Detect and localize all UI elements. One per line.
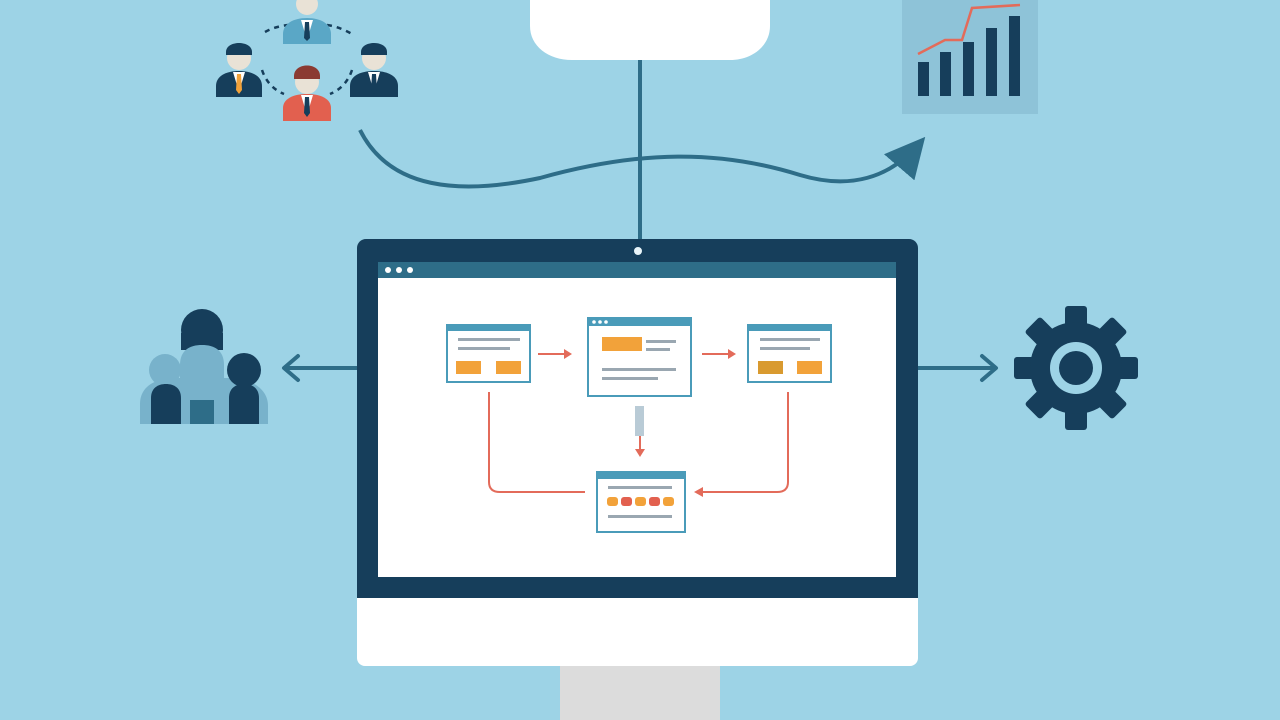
desktop-monitor-icon <box>357 239 918 720</box>
arrow-right-icon <box>918 354 998 382</box>
chart-bar <box>918 62 929 96</box>
monitor-chin <box>357 590 918 666</box>
person-top <box>283 0 331 44</box>
window-dot-icon <box>385 267 391 273</box>
workflow-connector <box>488 392 585 493</box>
cloud-icon <box>530 0 770 60</box>
team-network-icon <box>216 0 398 121</box>
workflow-node <box>747 324 832 383</box>
gear-icon <box>1014 306 1138 430</box>
workflow-connector <box>702 349 736 359</box>
workflow-diagram <box>446 317 832 533</box>
person-bottom <box>283 65 331 121</box>
monitor-stand <box>560 664 720 720</box>
window-dot-icon <box>396 267 402 273</box>
window-dot-icon <box>407 267 413 273</box>
flow-arrow-curve <box>358 129 926 189</box>
chart-bar <box>940 52 951 96</box>
bar-chart-growth-icon <box>902 0 1038 114</box>
workflow-connector <box>694 392 789 497</box>
workflow-node <box>446 324 531 383</box>
person-right <box>350 43 398 97</box>
screen-titlebar <box>378 262 896 278</box>
workflow-connector <box>635 406 645 457</box>
webcam-dot <box>634 247 642 255</box>
arrow-left-icon <box>282 354 358 382</box>
workflow-node <box>596 471 686 533</box>
workflow-node <box>587 317 692 397</box>
chart-trend-line <box>917 3 1021 56</box>
person-left <box>216 43 262 97</box>
users-group-icon <box>140 309 268 424</box>
chart-bar <box>986 28 997 96</box>
workflow-connector <box>538 349 572 359</box>
chart-bar <box>1009 16 1020 96</box>
chart-bar <box>963 42 974 96</box>
